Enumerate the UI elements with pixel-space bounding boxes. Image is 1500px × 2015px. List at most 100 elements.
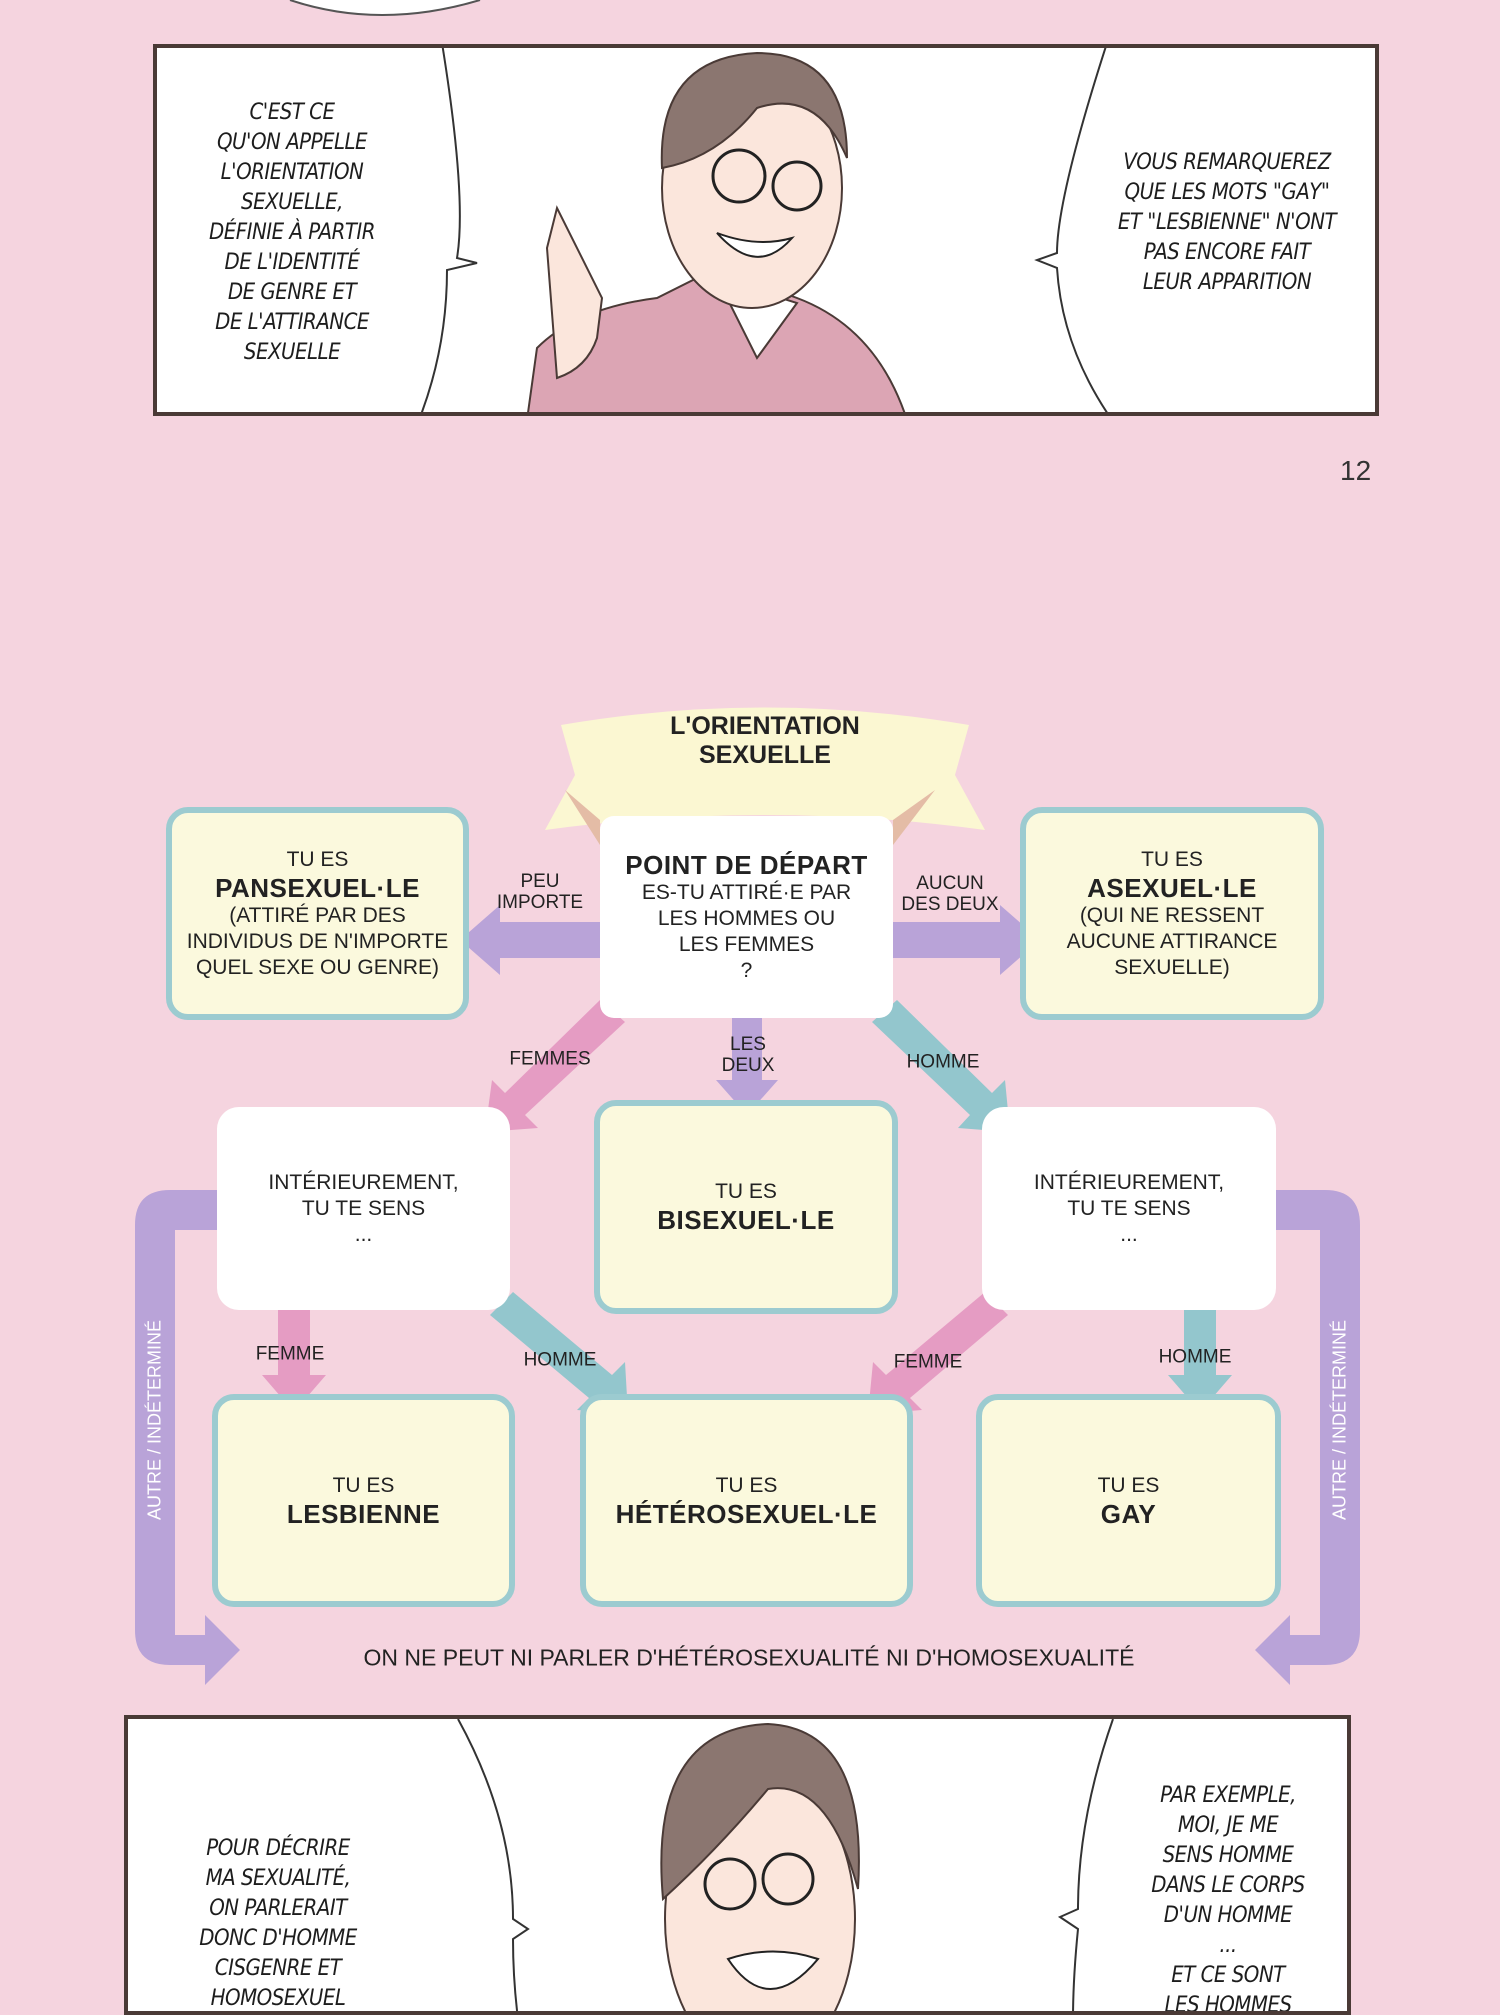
bubble-line: DÉFINIE À PARTIR	[208, 220, 376, 245]
box-pre: TU ES	[1141, 847, 1203, 871]
label-aucun: AUCUN DES DEUX	[901, 873, 998, 915]
arrow-homme-left	[490, 1292, 628, 1414]
bubble-line: PAS ENCORE FAIT	[1143, 240, 1311, 265]
gay-box: TU ES GAY	[976, 1394, 1281, 1607]
lesbienne-box: TU ES LESBIENNE	[212, 1394, 515, 1607]
start-question-line: ES-TU ATTIRÉ·E PAR	[641, 881, 852, 904]
right-speech-bubble: VOUS REMARQUEREZ QUE LES MOTS "GAY" ET "…	[1107, 148, 1347, 298]
bubble-line: QU'ON APPELLE	[216, 130, 368, 155]
top-comic-panel: C'EST CE QU'ON APPELLE L'ORIENTATION SEX…	[153, 44, 1379, 416]
arrow-peu-importe	[460, 905, 600, 975]
arrow-homme-top	[872, 1000, 1010, 1132]
box-desc: (QUI NE RESSENT	[1079, 903, 1265, 927]
interior-right-box: INTÉRIEUREMENT, TU TE SENS ...	[982, 1107, 1276, 1310]
bubble-line: SENS HOMME	[1162, 1843, 1294, 1868]
banner-ribbon	[545, 707, 985, 845]
label-femme-right: FEMME	[893, 1351, 963, 1373]
page-number: 12	[1340, 455, 1372, 486]
box-pre: TU ES	[715, 1180, 777, 1203]
title-line: L'ORIENTATION	[670, 712, 860, 740]
arrow-femme-right	[868, 1292, 1008, 1414]
bubble-line: POUR DÉCRIRE	[206, 1836, 350, 1861]
box-name: ASEXUEL·LE	[1087, 872, 1257, 903]
label-homme-left: HOMME	[523, 1349, 597, 1371]
interior-left-box: INTÉRIEUREMENT, TU TE SENS ...	[217, 1107, 510, 1310]
left-speech-bubble: C'EST CE QU'ON APPELLE L'ORIENTATION SEX…	[197, 98, 387, 368]
label-homme-right: HOMME	[1158, 1346, 1232, 1368]
box-pre: TU ES	[286, 847, 349, 871]
label-line: PEU	[520, 871, 560, 892]
hetero-box: TU ES HÉTÉROSEXUEL·LE	[580, 1394, 913, 1607]
bottom-comic-panel: POUR DÉCRIRE MA SEXUALITÉ, ON PARLERAIT …	[124, 1715, 1351, 2015]
bubble-line: DANS LE CORPS	[1151, 1873, 1305, 1898]
box-desc: SEXUELLE)	[1114, 955, 1230, 979]
box-line: TU TE SENS	[1067, 1196, 1191, 1220]
left-speech-bubble: POUR DÉCRIRE MA SEXUALITÉ, ON PARLERAIT …	[188, 1834, 368, 2011]
arrow-femmes	[485, 1000, 625, 1132]
previous-bubble-fragment	[289, 0, 481, 16]
bubble-line: LES HOMMES	[1164, 1993, 1292, 2015]
bubble-line: ON PARLERAIT	[209, 1896, 347, 1921]
bubble-line: DE GENRE ET	[227, 280, 357, 305]
box-pre: TU ES	[715, 1473, 778, 1497]
character-illustration	[457, 1719, 1114, 2011]
bubble-line: DE L'ATTIRANCE	[215, 310, 369, 335]
box-line: TU TE SENS	[301, 1196, 426, 1220]
label-femme-left: FEMME	[255, 1343, 325, 1365]
pansexuel-box: TU ES PANSEXUEL·LE (ATTIRÉ PAR DES INDIV…	[166, 807, 469, 1020]
box-line: ...	[354, 1222, 373, 1246]
box-name: BISEXUEL·LE	[657, 1205, 835, 1235]
bubble-line: L'ORIENTATION	[220, 160, 364, 185]
arrow-femme-left	[262, 1310, 326, 1412]
start-question-line: LES HOMMES OU	[657, 907, 836, 930]
bubble-line: DE L'IDENTITÉ	[224, 250, 360, 275]
diagram-title: L'ORIENTATION SEXUELLE	[561, 712, 969, 770]
bubble-line: DONC D'HOMME	[199, 1926, 357, 1951]
label-autre-right: AUTRE / INDÉTERMINÉ	[1329, 1319, 1350, 1521]
box-desc: (ATTIRÉ PAR DES	[229, 903, 406, 927]
bubble-line: C'EST CE	[249, 100, 335, 125]
label-les-deux: LES DEUX	[722, 1034, 775, 1076]
box-line: ...	[1120, 1222, 1138, 1246]
box-name: LESBIENNE	[286, 1498, 441, 1529]
bisexuel-box: TU ES BISEXUEL·LE	[594, 1100, 898, 1314]
bubble-line: QUE LES MOTS "GAY"	[1124, 180, 1330, 205]
box-pre: TU ES	[332, 1473, 395, 1497]
label-line: DEUX	[721, 1055, 775, 1076]
bubble-line: ...	[1219, 1933, 1237, 1958]
label-line: IMPORTE	[496, 892, 584, 913]
box-line: INTÉRIEUREMENT,	[268, 1170, 459, 1194]
start-question-line: ?	[740, 959, 753, 982]
box-desc: AUCUNE ATTIRANCE	[1066, 929, 1278, 953]
bubble-line: VOUS REMARQUEREZ	[1123, 150, 1331, 175]
bubble-line: ET "LESBIENNE" N'ONT	[1117, 210, 1337, 235]
bubble-line: SEXUELLE,	[241, 190, 343, 215]
box-line: INTÉRIEUREMENT,	[1033, 1170, 1225, 1194]
bubble-line: PAR EXEMPLE,	[1160, 1783, 1296, 1808]
bubble-line: MA SEXUALITÉ,	[205, 1866, 351, 1891]
title-line: SEXUELLE	[699, 741, 831, 769]
right-speech-bubble: PAR EXEMPLE, MOI, JE ME SENS HOMME DANS …	[1128, 1781, 1328, 2015]
bubble-line: SEXUELLE	[243, 340, 341, 365]
label-line: LES	[730, 1034, 766, 1055]
bubble-line: HOMOSEXUEL	[210, 1986, 346, 2011]
arrow-aucun	[893, 905, 1040, 975]
box-name: PANSEXUEL·LE	[215, 872, 420, 903]
asexuel-box: TU ES ASEXUEL·LE (QUI NE RESSENT AUCUNE …	[1020, 807, 1324, 1020]
box-pre: TU ES	[1097, 1473, 1160, 1497]
box-name: HÉTÉROSEXUEL·LE	[615, 1498, 878, 1529]
arrow-homme-right	[1168, 1310, 1232, 1412]
label-homme-top: HOMME	[906, 1051, 980, 1073]
start-title: POINT DE DÉPART	[625, 850, 868, 880]
bubble-line: LEUR APPARITION	[1142, 270, 1312, 295]
diagram-footer: ON NE PEUT NI PARLER D'HÉTÉROSEXUALITÉ N…	[363, 1644, 1135, 1671]
arrow-autre-right	[1255, 1190, 1360, 1685]
bubble-line: MOI, JE ME	[1177, 1813, 1279, 1838]
bubble-line: CISGENRE ET	[214, 1956, 342, 1981]
box-desc: QUEL SEXE OU GENRE)	[195, 955, 440, 979]
label-line: AUCUN	[916, 873, 984, 894]
arrow-les-deux	[716, 1018, 778, 1115]
bubble-line: ET CE SONT	[1171, 1963, 1285, 1988]
label-line: DES DEUX	[901, 894, 999, 915]
